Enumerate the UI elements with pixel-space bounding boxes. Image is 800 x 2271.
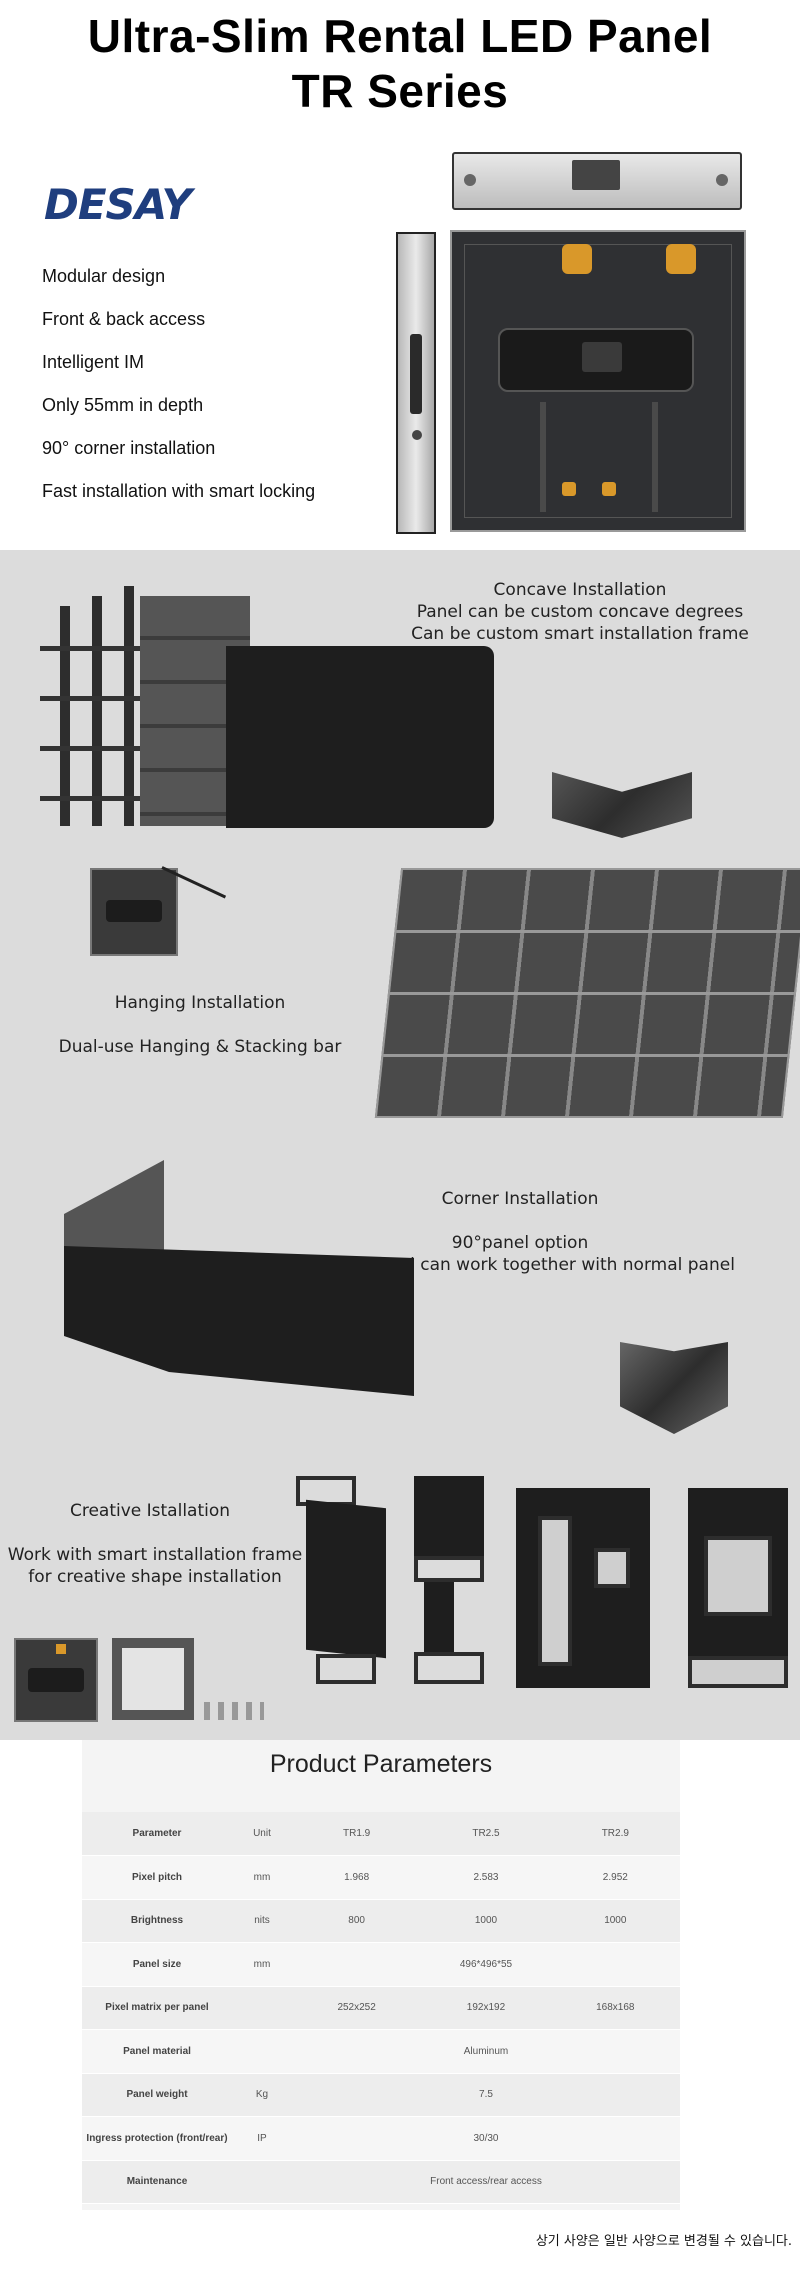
param-value-cell: Aluminum (291, 2029, 680, 2074)
hanging-title: Hanging Installation (114, 993, 286, 1013)
param-unit-cell: nits (232, 1899, 292, 1943)
table-header-cell: Parameter (82, 1812, 232, 1856)
page-title-line1: Ultra-Slim Rental LED Panel (87, 10, 713, 62)
feature-item: Modular design (42, 266, 166, 286)
table-header-cell: TR1.9 (291, 1812, 422, 1856)
creative-shape-4-image (688, 1488, 788, 1688)
param-value-cell: 1.968 (291, 1855, 422, 1900)
param-unit-cell (232, 2029, 292, 2074)
corner-title: Corner Installation (441, 1189, 599, 1209)
param-name-cell: Pixel matrix per panel (82, 1986, 232, 2030)
feature-item: Only 55mm in depth (42, 395, 204, 415)
feature-item: 90° corner installation (42, 438, 216, 458)
hanging-grid-image (374, 868, 800, 1118)
param-unit-cell: IP (232, 2116, 292, 2161)
creative-shape-2-image (410, 1476, 490, 1688)
param-name-cell: Pixel pitch (82, 1855, 232, 1900)
concave-line1: Panel can be custom concave degrees (416, 602, 744, 622)
params-title: Product Parameters (269, 1750, 493, 1778)
table-row: Panel material Aluminum (82, 2029, 680, 2074)
param-value-cell: 1000 (550, 1899, 680, 1943)
locking-parts-thumbnail (204, 1702, 264, 1720)
table-header-cell: TR2.9 (550, 1812, 680, 1856)
param-name-cell: Panel material (82, 2029, 232, 2074)
concave-line2: Can be custom smart installation frame (411, 624, 749, 644)
param-value-cell: 2.952 (550, 1855, 680, 1900)
creative-line1: Work with smart installation frame (7, 1545, 303, 1565)
param-unit-cell: Kg (232, 2073, 292, 2117)
creative-shape-1-image (296, 1476, 386, 1688)
param-name-cell: Ingress protection (front/rear) (82, 2116, 232, 2161)
param-unit-cell (232, 2160, 292, 2204)
param-value-cell: 800 (291, 1899, 422, 1943)
param-name-cell: Panel size (82, 1942, 232, 1987)
param-value-cell: 496*496*55 (291, 1942, 680, 1987)
hanging-line1: Dual-use Hanging & Stacking bar (58, 1037, 342, 1057)
param-value-cell: 252x252 (291, 1986, 422, 2030)
creative-shape-3-image (516, 1488, 650, 1688)
installation-frame-thumbnail (112, 1638, 194, 1720)
concave-wall-image (226, 646, 494, 828)
param-value-cell: 1000 (421, 1899, 551, 1943)
param-value-cell: 168x168 (550, 1986, 680, 2030)
param-unit-cell: mm (232, 1855, 292, 1900)
table-header-cell: Unit (232, 1812, 292, 1856)
product-top-view-image (452, 152, 742, 210)
param-unit-cell: mm (232, 1942, 292, 1987)
product-back-view-image (450, 230, 746, 532)
brand-logo: DESAY (44, 180, 192, 229)
footnote: 상기 사양은 일반 사양으로 변경될 수 있습니다. (535, 2234, 792, 2249)
param-name-cell: Brightness (82, 1899, 232, 1943)
feature-item: Intelligent IM (42, 352, 145, 372)
param-name-cell: Panel weight (82, 2073, 232, 2117)
feature-item: Front & back access (42, 309, 206, 329)
param-value-cell: 192x192 (421, 1986, 551, 2030)
table-header-cell: TR2.5 (421, 1812, 551, 1856)
corner-line1: 90°panel option (451, 1233, 589, 1253)
creative-line2: for creative shape installation (28, 1567, 282, 1587)
panel-back-thumbnail (14, 1638, 98, 1722)
page-title-line2: TR Series (291, 65, 509, 117)
feature-item: Fast installation with smart locking (42, 481, 316, 501)
param-value-cell: 7.5 (291, 2073, 680, 2117)
hanging-panel-image (90, 866, 227, 956)
param-name-cell: Maintenance (82, 2160, 232, 2204)
param-value-cell: Front access/rear access (291, 2160, 680, 2204)
scaffold-frame-image (30, 586, 250, 832)
param-unit-cell (232, 1986, 292, 2030)
param-value-cell: 2.583 (421, 1855, 551, 1900)
concave-title: Concave Installation (493, 580, 667, 600)
creative-title: Creative Istallation (69, 1501, 231, 1521)
table-row: Maintenance Front access/rear access (82, 2160, 680, 2204)
product-side-view-image (396, 232, 436, 534)
param-value-cell: 30/30 (291, 2116, 680, 2161)
